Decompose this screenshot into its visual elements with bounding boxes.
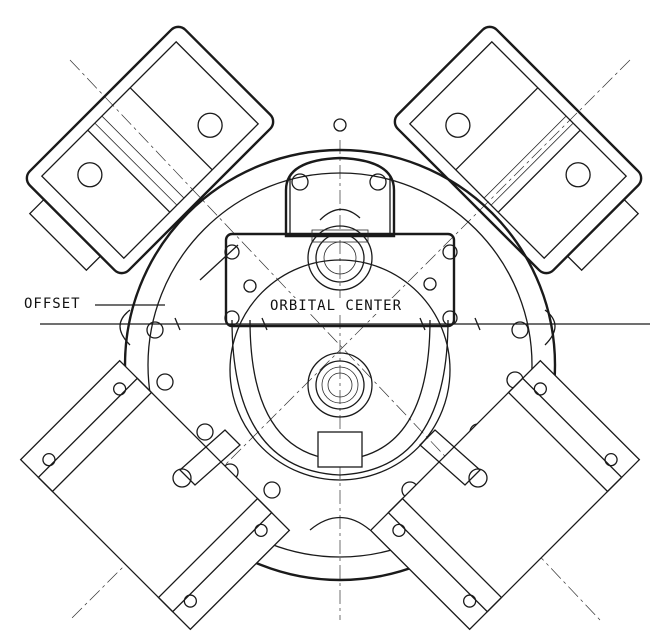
bottom-boss [309, 517, 371, 531]
cylinder-block-lower-left [19, 359, 291, 631]
diagonal-centerline-left [69, 59, 601, 621]
right-boss [544, 309, 556, 346]
connecting-rods [172, 429, 488, 488]
orbital-center-label: ORBITAL CENTER [268, 298, 405, 314]
cylinder-bank-upper-left [25, 25, 275, 275]
lower-shaft [307, 352, 373, 468]
left-boss [119, 309, 131, 346]
center-block [224, 156, 456, 328]
cylinder-bank-upper-right [393, 25, 643, 275]
offset-label: OFFSET [22, 296, 83, 312]
offset-arrow [199, 244, 239, 281]
cylinder-block-lower-right [369, 359, 641, 631]
break-marks [174, 317, 481, 331]
